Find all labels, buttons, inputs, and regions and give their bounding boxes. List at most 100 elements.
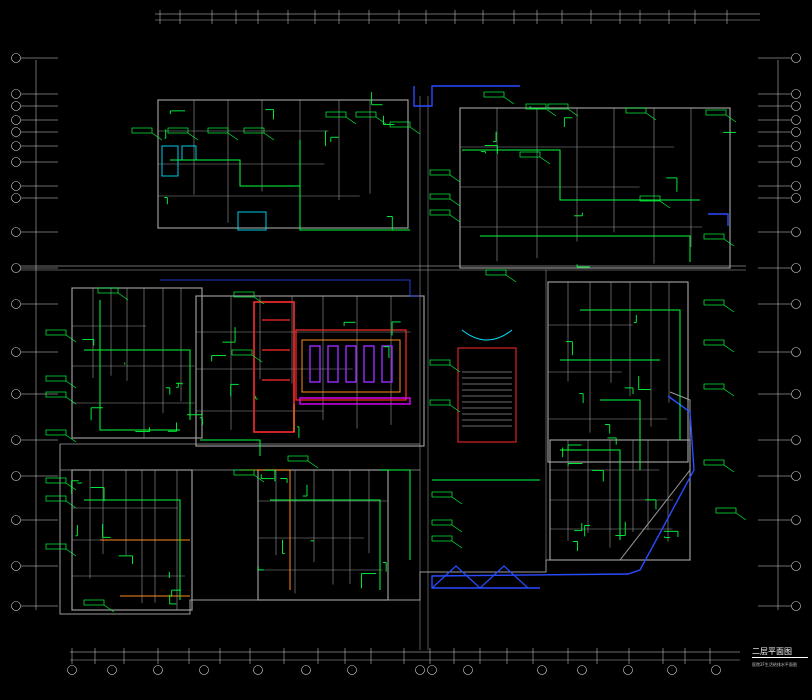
pipe-label-tag [429, 169, 451, 176]
purple-fixture [327, 345, 339, 383]
pipe-label-tag [287, 455, 309, 462]
pipe-label-leader [449, 404, 461, 413]
cyan-fixture [161, 145, 179, 177]
pipe-label-tag [705, 109, 727, 116]
pipe-label-tag [483, 91, 505, 98]
pipe-label-tag [45, 329, 67, 336]
axis-bubble-left [11, 193, 21, 203]
axis-bubble-left [11, 89, 21, 99]
red-pipe-loop [295, 329, 407, 401]
green-pipe-run [600, 399, 641, 470]
pipe-label-tag [45, 477, 67, 484]
axis-bubble-right [791, 101, 801, 111]
axis-bubble-left [11, 347, 21, 357]
wing-outline [71, 287, 203, 439]
pipe-label-leader [539, 156, 551, 165]
axis-bubble-right [791, 561, 801, 571]
wing-outline [195, 295, 425, 447]
pipe-label-leader [251, 354, 263, 363]
pipe-label-tag [45, 543, 67, 550]
pipe-label-leader [65, 434, 77, 443]
pipe-label-tag [703, 299, 725, 306]
pipe-label-leader [735, 512, 747, 521]
pipe-label-leader [449, 198, 461, 207]
pipe-label-leader [65, 500, 77, 509]
pipe-label-leader [723, 238, 735, 247]
axis-bubble-bottom [253, 665, 263, 675]
axis-bubble-bottom [711, 665, 721, 675]
pipe-label-leader [65, 380, 77, 389]
pipe-label-leader [65, 334, 77, 343]
axis-bubble-right [791, 115, 801, 125]
axis-grid [11, 53, 801, 675]
pipe-label-tag [243, 127, 265, 134]
pipe-label-leader [253, 296, 265, 305]
pipe-label-tag [547, 103, 569, 110]
pipe-label-tag [167, 127, 189, 134]
pipe-label-leader [451, 524, 463, 533]
pipe-label-leader [451, 496, 463, 505]
pipe-label-tag [45, 375, 67, 382]
pipe-label-leader [567, 108, 579, 117]
cyan-arc [461, 329, 513, 341]
axis-bubble-left [11, 601, 21, 611]
pipe-label-leader [723, 464, 735, 473]
pipe-label-tag [519, 151, 541, 158]
purple-fixture [381, 345, 393, 383]
pipe-label-tag [355, 111, 377, 118]
pipe-label-tag [703, 459, 725, 466]
blue-boundary-mid [160, 279, 420, 297]
axis-bubble-left [11, 435, 21, 445]
green-pipe-run [299, 140, 410, 231]
green-pipe-run [170, 159, 300, 187]
pipe-label-leader [345, 116, 357, 125]
title-block: 二层平面图 医院2F生活给排水平面图 [752, 646, 810, 680]
pipe-label-leader [227, 132, 239, 141]
blue-boundary-lower [431, 395, 695, 589]
green-pipe-run [580, 309, 681, 440]
pipe-label-tag [715, 507, 737, 514]
axis-bubble-bottom [153, 665, 163, 675]
pipe-label-leader [451, 540, 463, 549]
axis-bubble-bottom [107, 665, 117, 675]
pipe-label-leader [117, 292, 129, 301]
axis-bubble-left [11, 515, 21, 525]
pipe-label-tag [233, 291, 255, 298]
pipe-label-tag [131, 127, 153, 134]
drawing-title: 二层平面图 [752, 647, 792, 656]
pipe-label-tag [45, 495, 67, 502]
axis-bubble-bottom [67, 665, 77, 675]
pipe-label-leader [65, 548, 77, 557]
axis-bubble-right [791, 389, 801, 399]
orange-pipe-loop [301, 339, 401, 393]
axis-bubble-left [11, 115, 21, 125]
axis-bubble-left [11, 127, 21, 137]
axis-bubble-right [791, 193, 801, 203]
blue-boundary-right [708, 213, 729, 226]
axis-bubble-bottom [347, 665, 357, 675]
pipe-label-leader [409, 126, 421, 135]
pipe-label-tag [703, 339, 725, 346]
pipe-label-tag [429, 359, 451, 366]
red-hall-outline [457, 347, 517, 443]
pipe-labels [45, 91, 747, 613]
pipe-label-leader [645, 112, 657, 121]
green-pipe-run [270, 499, 381, 590]
pipe-label-tag [83, 599, 105, 606]
axis-bubble-bottom [415, 665, 425, 675]
axis-bubble-left [11, 181, 21, 191]
axis-bubble-right [791, 141, 801, 151]
axis-bubble-bottom [623, 665, 633, 675]
green-pipe-run [380, 469, 411, 560]
pipe-label-tag [429, 209, 451, 216]
pipe-label-leader [103, 604, 115, 613]
pipe-label-tag [325, 111, 347, 118]
axis-bubble-bottom [463, 665, 473, 675]
pipe-label-tag [431, 491, 453, 498]
pipe-label-tag [431, 519, 453, 526]
axis-bubble-left [11, 157, 21, 167]
pipe-label-leader [65, 396, 77, 405]
green-pipe-run [560, 449, 621, 540]
axis-bubble-left [11, 471, 21, 481]
